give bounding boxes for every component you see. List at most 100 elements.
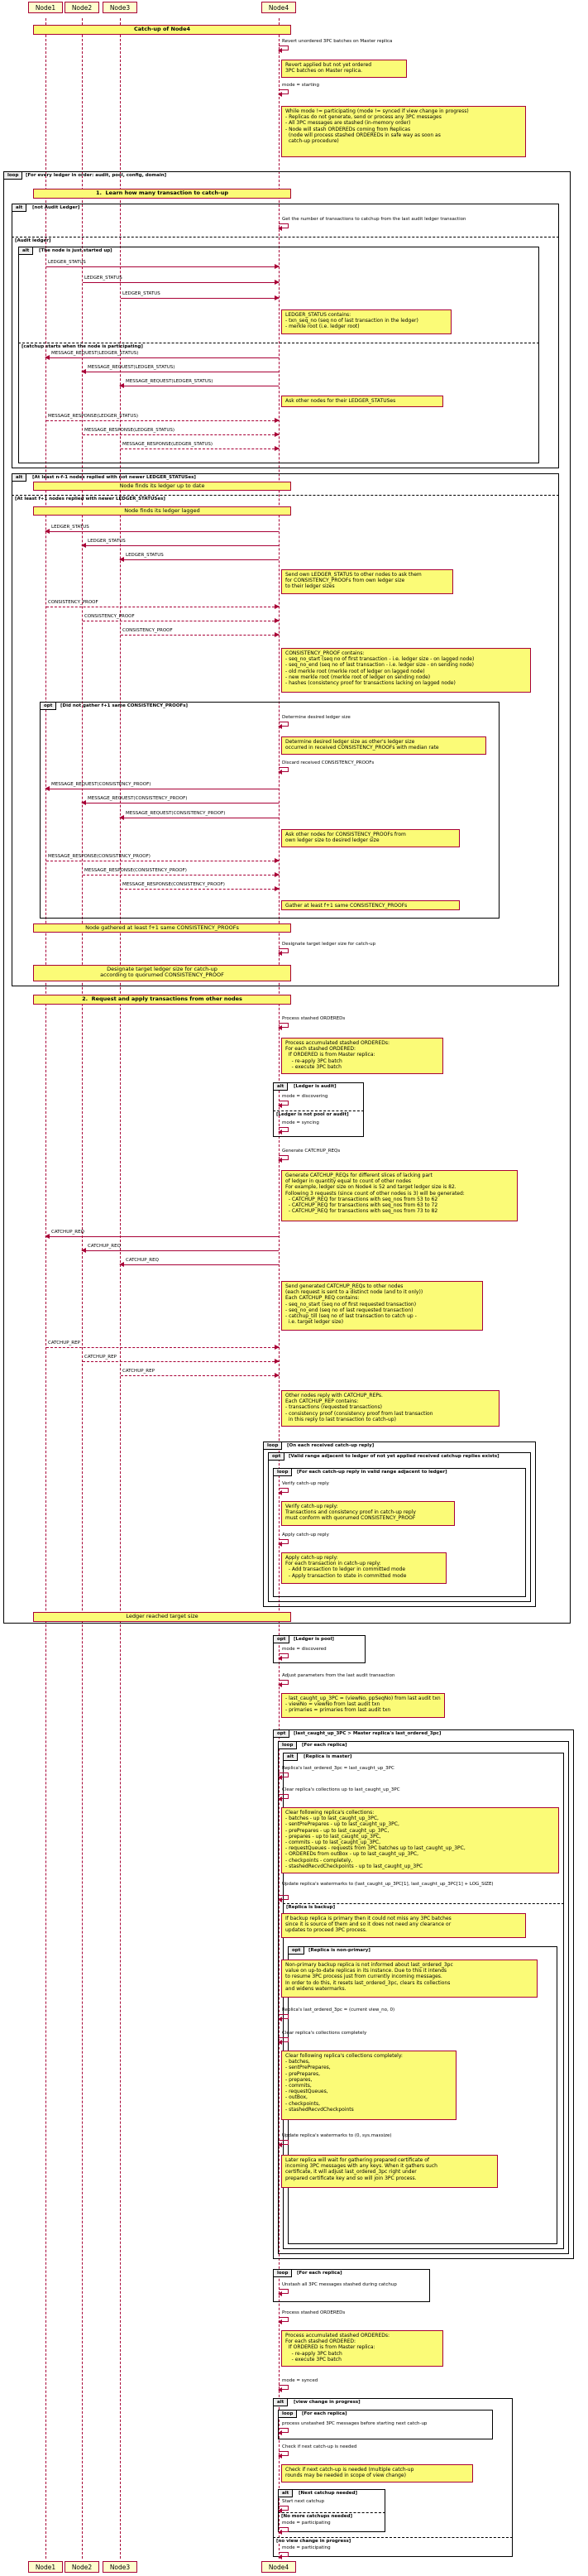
message-label: LEDGER_STATUS [51, 525, 89, 530]
loop-frame: loop [For each replica] [278, 2410, 493, 2439]
else-separator [283, 1903, 564, 1904]
step-label: Replica's last_ordered_3pc = (current vi… [282, 2008, 395, 2012]
step-label: mode = synced [282, 2378, 318, 2383]
message-label: MESSAGE_REQUEST(CONSISTENCY_PROOF) [88, 796, 188, 801]
alt-frame: alt [not Audit Ledger] [12, 204, 559, 468]
else-label: [No more catchups needed] [281, 2514, 352, 2519]
self-arrow [278, 767, 289, 775]
lifeline-node3 [120, 18, 121, 2559]
message-label: LEDGER_STATUS [48, 260, 86, 265]
self-arrow [278, 2014, 289, 2022]
note: Clear following replica's collections co… [281, 2051, 457, 2120]
frame-guard: [view change in progress] [294, 2400, 361, 2405]
frame-tab: alt [12, 204, 27, 212]
note: Ledger reached target size [33, 1612, 291, 1622]
note: Clear following replica's collections: -… [281, 1807, 559, 1873]
message-arrow [81, 800, 279, 805]
else-separator [273, 2537, 513, 2538]
message-arrow [119, 1262, 279, 1267]
self-arrow [278, 1101, 289, 1108]
self-arrow [278, 1680, 289, 1687]
message-label: CATCHUP_REP [48, 1341, 80, 1346]
step-label: Generate CATCHUP_REQs [282, 1149, 341, 1154]
frame-guard: [Replica is non-primary] [308, 1948, 370, 1953]
self-arrow [278, 2037, 289, 2045]
message-label: LEDGER_STATUS [84, 276, 122, 281]
else-label: [Audit ledger] [15, 238, 51, 243]
self-arrow [278, 223, 289, 231]
self-arrow [278, 2317, 289, 2324]
frame-guard: [Ledger is pool] [294, 1637, 334, 1642]
message-arrow [45, 1234, 279, 1239]
alt-frame: alt [Replica is master] [283, 1753, 564, 2249]
message-label: CONSISTENCY_PROOF [122, 628, 173, 633]
message-arrow [46, 1345, 280, 1350]
else-label: [no view change in progress] [276, 2539, 351, 2544]
section-note: 1. Learn how many transaction to catch-u… [33, 189, 291, 199]
note: - last_caught_up_3PC = (viewNo, ppSeqNo)… [281, 1693, 445, 1718]
else-label: [Ledger is not pool or audit] [276, 1112, 349, 1117]
message-arrow [83, 280, 280, 285]
message-label: MESSAGE_REQUEST(LEDGER_STATUS) [88, 365, 175, 370]
note: Later replica will wait for gathering pr… [281, 2155, 498, 2188]
self-arrow [278, 2552, 289, 2559]
message-label: MESSAGE_RESPONSE(LEDGER_STATUS) [122, 442, 213, 447]
message-label: MESSAGE_REQUEST(CONSISTENCY_PROOF) [51, 782, 151, 787]
frame-tab: opt [269, 1453, 285, 1461]
note: Revert applied but not yet ordered 3PC b… [281, 60, 407, 78]
frame-guard: [For each replica] [297, 2271, 342, 2276]
message-arrow [81, 1248, 279, 1253]
step-label: mode = discovered [282, 1647, 327, 1652]
step-label: Process stashed ORDEREDs [282, 1016, 346, 1021]
self-arrow [278, 1155, 289, 1163]
step-label: Designate target ledger size for catch-u… [282, 942, 376, 947]
title-note: Catch-up of Node4 [33, 25, 291, 35]
note: CONSISTENCY_PROOF contains: - seq_no_sta… [281, 648, 531, 693]
step-label: Discard received CONSISTENCY_PROOFs [282, 760, 375, 765]
note: Verify catch-up reply: Transactions and … [281, 1501, 455, 1526]
frame-guard: [Ledger is audit] [294, 1084, 337, 1089]
message-arrow [45, 529, 279, 534]
frame-tab: alt [274, 2399, 289, 2406]
message-label: LEDGER_STATUS [122, 291, 160, 296]
note: Node finds its ledger up to date [33, 482, 291, 491]
frame-tab: opt [274, 1636, 290, 1643]
note: Gather at least f+1 same CONSISTENCY_PRO… [281, 900, 460, 910]
self-arrow [278, 2428, 289, 2435]
note: Check if next catch-up is needed (multip… [281, 2464, 473, 2482]
step-label: Get the number of transactions to catchu… [282, 217, 466, 222]
frame-tab: alt [12, 474, 27, 482]
section-note: 2. Request and apply transactions from o… [33, 995, 291, 1005]
message-arrow [121, 886, 280, 891]
step-label: Determine desired ledger size [282, 715, 351, 720]
message-label: LEDGER_STATUS [126, 553, 164, 558]
self-arrow [278, 1023, 289, 1030]
frame-guard: [The node is just started up] [39, 248, 112, 253]
frame-guard: [For each catch-up reply in valid range … [297, 1470, 447, 1475]
note: Process accumulated stashed ORDEREDs: Fo… [281, 2330, 443, 2367]
frame-tab: opt [274, 1730, 290, 1738]
loop-frame: loop [For every ledger in order: audit, … [3, 171, 571, 1624]
frame-tab: loop [279, 1742, 298, 1749]
self-arrow [278, 2289, 289, 2296]
message-label: CONSISTENCY_PROOF [48, 600, 98, 605]
frame-guard: [not Audit Ledger] [32, 205, 80, 210]
message-arrow [83, 1359, 280, 1364]
message-arrow [46, 264, 280, 269]
message-label: MESSAGE_RESPONSE(CONSISTENCY_PROOF) [48, 854, 151, 859]
note: Designate target ledger size for catch-u… [33, 965, 291, 981]
note: Node gathered at least f+1 same CONSISTE… [33, 923, 291, 933]
lifeline-node1 [45, 18, 46, 2559]
message-arrow [46, 418, 280, 423]
self-arrow [278, 46, 289, 53]
note: Generate CATCHUP_REQs for different slic… [281, 1170, 518, 1221]
message-label: MESSAGE_REQUEST(LEDGER_STATUS) [126, 379, 213, 384]
participant-node2: Node2 [65, 2, 99, 13]
step-label: Clear replica's collections up to last_c… [282, 1787, 400, 1792]
message-label: CATCHUP_REQ [88, 1244, 121, 1249]
frame-tab: loop [274, 2270, 293, 2277]
frame-tab: alt [284, 1753, 299, 1761]
message-arrow [119, 557, 279, 562]
note: Send own LEDGER_STATUS to other nodes to… [281, 569, 453, 594]
message-label: CATCHUP_REQ [51, 1230, 84, 1235]
